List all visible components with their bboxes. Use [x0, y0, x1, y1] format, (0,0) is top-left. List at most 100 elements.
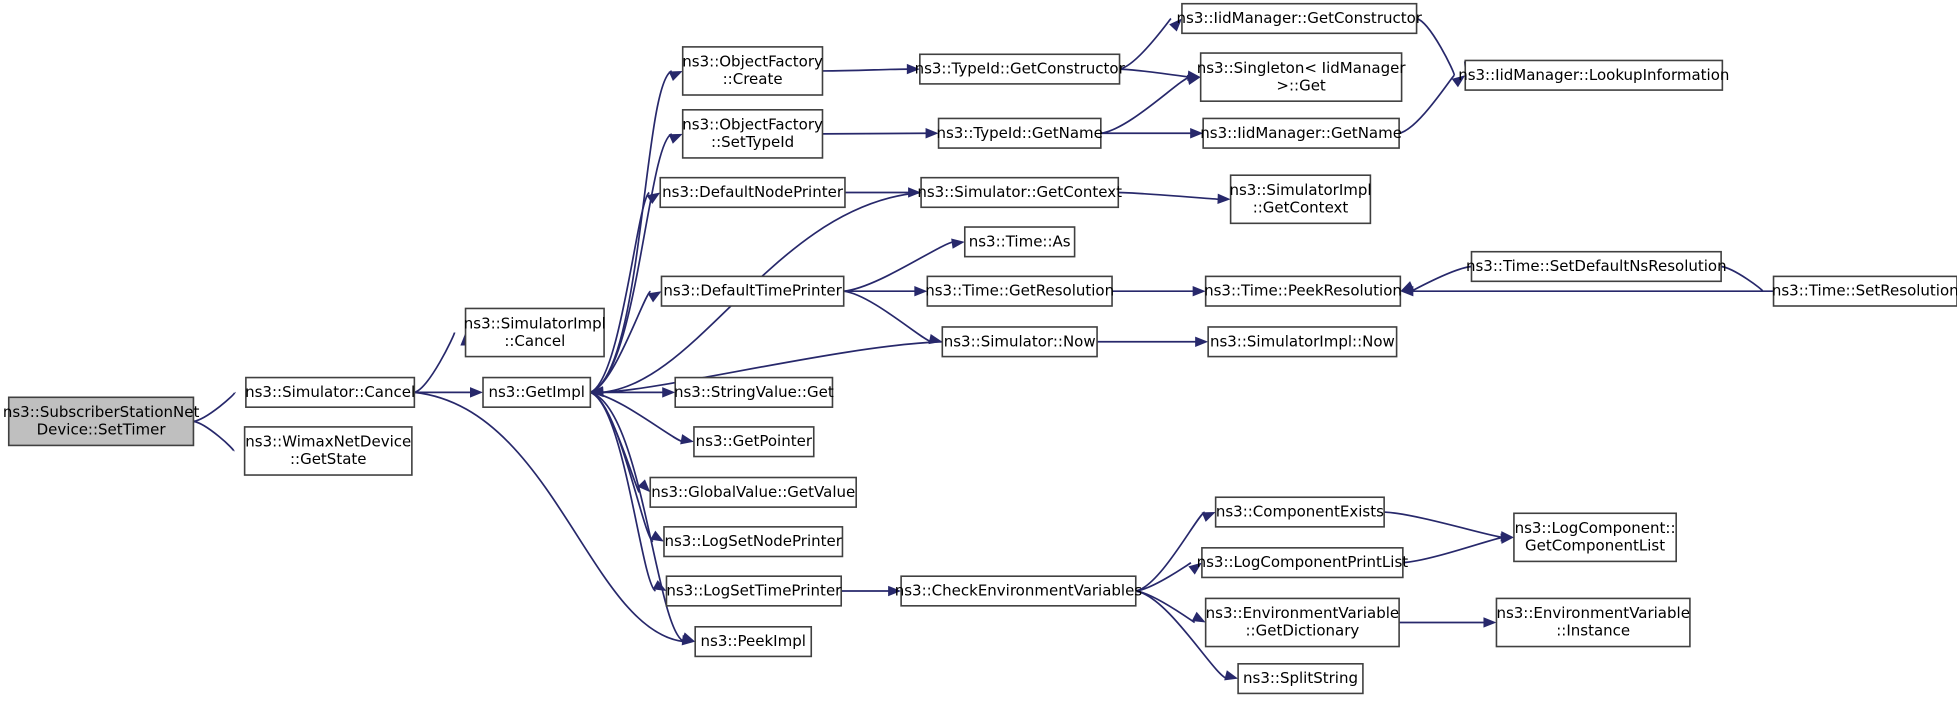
- call-edge: [1135, 590, 1196, 624]
- node-label: ns3::Simulator::Now: [944, 332, 1096, 350]
- graph-node-componentExists[interactable]: ns3::ComponentExists: [1214, 496, 1385, 528]
- edge-arrowhead: [1191, 611, 1206, 623]
- graph-node-logSetTimePrinter[interactable]: ns3::LogSetTimePrinter: [665, 575, 843, 607]
- node-box[interactable]: [649, 476, 857, 508]
- node-box[interactable]: [1199, 52, 1403, 102]
- node-box[interactable]: [464, 307, 605, 358]
- graph-node-simImplGetContext[interactable]: ns3::SimulatorImpl::GetContext: [1229, 174, 1372, 225]
- graph-node-iidManagerGetName[interactable]: ns3::IidManager::GetName: [1200, 117, 1402, 149]
- node-box[interactable]: [1201, 547, 1404, 579]
- call-edge: [590, 391, 684, 443]
- graph-node-iidManagerLookup[interactable]: ns3::IidManager::LookupInformation: [1458, 59, 1729, 91]
- node-box[interactable]: [1207, 326, 1398, 358]
- node-box[interactable]: [1204, 597, 1400, 648]
- node-box[interactable]: [693, 426, 815, 458]
- edge-arrowhead: [668, 133, 683, 144]
- edge-arrowhead: [1186, 74, 1201, 86]
- node-box[interactable]: [482, 376, 592, 408]
- graph-node-simulatorGetContext[interactable]: ns3::Simulator::GetContext: [917, 176, 1122, 209]
- graph-node-timeSetDefaultNs[interactable]: ns3::Time::SetDefaultNsResolution: [1466, 250, 1727, 283]
- call-edge: [590, 290, 652, 394]
- graph-node-envVarInstance[interactable]: ns3::EnvironmentVariable::Instance: [1495, 597, 1691, 648]
- graph-node-objFactoryCreate[interactable]: ns3::ObjectFactory::Create: [681, 46, 824, 96]
- node-box[interactable]: [941, 326, 1098, 358]
- graph-node-envVarGetDictionary[interactable]: ns3::EnvironmentVariable::GetDictionary: [1204, 597, 1400, 648]
- call-edge: [822, 132, 928, 135]
- graph-node-simImplCancel[interactable]: ns3::SimulatorImpl::Cancel: [464, 307, 606, 358]
- node-box[interactable]: [1202, 117, 1400, 149]
- node-label: ::Cancel: [504, 332, 565, 350]
- graph-node-singletonIidManagerGet[interactable]: ns3::Singleton< IidManager>::Get: [1197, 52, 1407, 102]
- graph-node-logComponentGetList[interactable]: ns3::LogComponent::GetComponentList: [1513, 512, 1677, 563]
- graph-node-stringValueGet[interactable]: ns3::StringValue::Get: [674, 376, 834, 408]
- graph-node-simulatorNow[interactable]: ns3::Simulator::Now: [941, 326, 1098, 358]
- graph-node-defaultNodePrinter[interactable]: ns3::DefaultNodePrinter: [659, 176, 846, 209]
- node-box[interactable]: [1181, 2, 1418, 35]
- node-box[interactable]: [1237, 663, 1364, 695]
- graph-node-typeIdGetName[interactable]: ns3::TypeId::GetName: [936, 117, 1103, 149]
- edge-arrowhead: [680, 434, 694, 445]
- node-box[interactable]: [1513, 512, 1677, 563]
- graph-node-iidManagerGetConstructor[interactable]: ns3::IidManager::GetConstructor: [1177, 2, 1423, 35]
- graph-node-timeGetResolution[interactable]: ns3::Time::GetResolution: [925, 275, 1114, 307]
- edge-arrowhead: [928, 333, 943, 345]
- node-box[interactable]: [900, 575, 1137, 607]
- graph-node-logComponentPrintList[interactable]: ns3::LogComponentPrintList: [1197, 547, 1409, 579]
- node-box[interactable]: [243, 426, 413, 476]
- node-box[interactable]: [1464, 59, 1724, 91]
- call-edge: [193, 420, 235, 452]
- node-box[interactable]: [1229, 174, 1372, 225]
- node-label: ns3::SplitString: [1243, 669, 1358, 687]
- node-box[interactable]: [674, 376, 834, 408]
- node-box[interactable]: [681, 46, 824, 96]
- edge-arrowhead: [951, 238, 965, 249]
- graph-node-defaultTimePrinter[interactable]: ns3::DefaultTimePrinter: [660, 275, 845, 307]
- node-box[interactable]: [1772, 275, 1957, 307]
- graph-node-typeIdGetConstructor[interactable]: ns3::TypeId::GetConstructor: [915, 53, 1126, 85]
- graph-node-timeAs[interactable]: ns3::Time::As: [963, 226, 1076, 258]
- node-box[interactable]: [665, 575, 843, 607]
- call-edge: [1135, 561, 1192, 592]
- node-box[interactable]: [659, 176, 846, 209]
- graph-node-timePeekResolution[interactable]: ns3::Time::PeekResolution: [1204, 275, 1402, 307]
- graph-node-getImpl[interactable]: ns3::GetImpl: [482, 376, 592, 408]
- node-box[interactable]: [694, 625, 813, 658]
- graph-node-peekImpl[interactable]: ns3::PeekImpl: [694, 625, 813, 658]
- graph-node-simImplNow[interactable]: ns3::SimulatorImpl::Now: [1207, 326, 1398, 358]
- graph-node-timeSetResolution[interactable]: ns3::Time::SetResolution: [1772, 275, 1957, 307]
- graph-node-checkEnvVariables[interactable]: ns3::CheckEnvironmentVariables: [895, 575, 1143, 607]
- node-box[interactable]: [663, 526, 844, 558]
- node-box[interactable]: [963, 226, 1076, 258]
- node-box[interactable]: [1214, 496, 1385, 528]
- node-label: ns3::Simulator::GetContext: [917, 183, 1122, 201]
- node-box[interactable]: [660, 275, 845, 307]
- node-box[interactable]: [920, 176, 1120, 209]
- node-box[interactable]: [245, 376, 416, 408]
- node-box[interactable]: [926, 275, 1113, 307]
- node-label: ns3::SubscriberStationNet: [3, 403, 200, 421]
- node-label: ns3::StringValue::Get: [674, 383, 834, 401]
- node-label: ns3::ComponentExists: [1216, 503, 1384, 521]
- edge-arrowhead: [650, 530, 664, 542]
- node-box[interactable]: [1495, 597, 1691, 648]
- node-box[interactable]: [7, 396, 195, 447]
- graph-node-getPointer[interactable]: ns3::GetPointer: [693, 426, 815, 458]
- graph-node-objFactorySetTypeId[interactable]: ns3::ObjectFactory::SetTypeId: [681, 109, 824, 159]
- node-label: ns3::TypeId::GetConstructor: [915, 60, 1126, 78]
- node-box[interactable]: [1204, 275, 1402, 307]
- graph-node-logSetNodePrinter[interactable]: ns3::LogSetNodePrinter: [663, 526, 844, 558]
- graph-node-globalValueGetValue[interactable]: ns3::GlobalValue::GetValue: [649, 476, 857, 508]
- edge-arrowhead: [1451, 75, 1466, 88]
- node-box[interactable]: [681, 109, 824, 159]
- graph-node-simCancel[interactable]: ns3::Simulator::Cancel: [245, 376, 416, 408]
- graph-node-setTimer[interactable]: ns3::SubscriberStationNetDevice::SetTime…: [3, 396, 200, 447]
- node-box[interactable]: [937, 117, 1102, 149]
- graph-node-wimaxGetState[interactable]: ns3::WimaxNetDevice::GetState: [243, 426, 413, 476]
- graph-node-splitString[interactable]: ns3::SplitString: [1237, 663, 1364, 695]
- edge-arrowhead: [681, 632, 696, 643]
- edge-arrowhead: [470, 387, 484, 398]
- node-box[interactable]: [1470, 250, 1722, 283]
- node-box[interactable]: [919, 53, 1121, 85]
- call-edge: [843, 240, 954, 293]
